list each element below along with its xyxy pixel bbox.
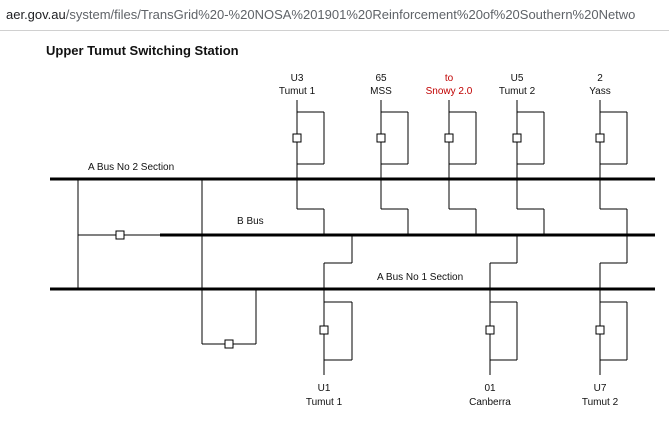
url-domain: aer.gov.au bbox=[6, 7, 66, 22]
feeder-label-snowy: to bbox=[445, 73, 454, 84]
feeder-label-01: 01 bbox=[484, 383, 496, 394]
feeder-sublabel-snowy: Snowy 2.0 bbox=[426, 86, 473, 97]
single-line-diagram: Upper Tumut Switching Station bbox=[0, 30, 669, 429]
url-path: /system/files/TransGrid%20-%20NOSA%20190… bbox=[65, 7, 636, 22]
feeder-sublabel-yass: Yass bbox=[589, 86, 611, 97]
feeder-label-u7: U7 bbox=[594, 383, 607, 394]
feeder-label-u3: U3 bbox=[291, 73, 304, 84]
address-bar[interactable]: aer.gov.au/system/files/TransGrid%20-%20… bbox=[0, 0, 669, 31]
b-bus-tie-breaker bbox=[115, 230, 125, 240]
bus-coupler-breaker bbox=[224, 339, 234, 349]
feeder-bay-canberra bbox=[485, 235, 518, 375]
feeder-bay-65 bbox=[376, 100, 409, 235]
b-bus-label: B Bus bbox=[237, 216, 264, 227]
url-text[interactable]: aer.gov.au/system/files/TransGrid%20-%20… bbox=[6, 7, 666, 22]
feeder-sublabel-u5: Tumut 2 bbox=[499, 86, 536, 97]
a-bus-no2-label: A Bus No 2 Section bbox=[88, 162, 174, 173]
feeder-label-yass: 2 bbox=[597, 73, 603, 84]
diagram-title: Upper Tumut Switching Station bbox=[46, 43, 239, 58]
feeder-bay-u1 bbox=[319, 235, 353, 375]
feeder-sublabel-canberra: Canberra bbox=[469, 397, 511, 408]
feeder-bay-u7 bbox=[595, 235, 628, 375]
feeder-label-u5: U5 bbox=[511, 73, 524, 84]
feeder-sublabel-u1: Tumut 1 bbox=[306, 397, 343, 408]
feeder-label-65: 65 bbox=[375, 73, 387, 84]
feeder-label-u1: U1 bbox=[318, 383, 331, 394]
feeder-sublabel-u7: Tumut 2 bbox=[582, 397, 619, 408]
feeder-sublabel-u3: Tumut 1 bbox=[279, 86, 316, 97]
feeder-bay-yass bbox=[595, 100, 628, 235]
a-bus-no1-label: A Bus No 1 Section bbox=[377, 272, 463, 283]
feeder-bay-snowy bbox=[444, 100, 477, 235]
feeder-sublabel-65: MSS bbox=[370, 86, 392, 97]
feeder-bay-u3 bbox=[292, 100, 325, 235]
switching-station-svg: A Bus No 2 Section B Bus A Bus No 1 Sect… bbox=[50, 73, 655, 408]
feeder-bay-u5 bbox=[512, 100, 545, 235]
